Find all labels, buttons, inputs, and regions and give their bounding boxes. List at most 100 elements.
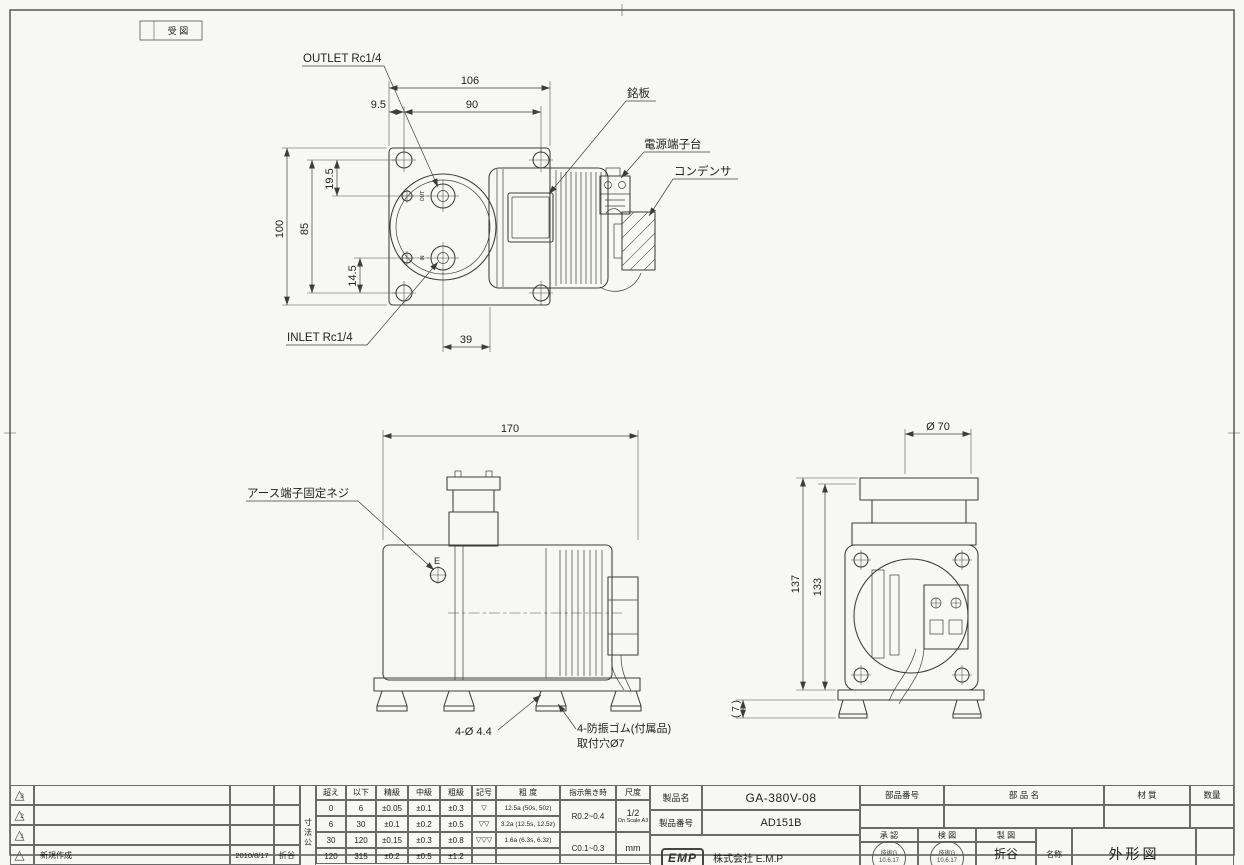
roughness-value	[496, 848, 560, 864]
roughness-symbol: ▽	[472, 800, 496, 816]
tolerance-side-label: 寸法公	[300, 785, 316, 865]
revision-date	[230, 825, 274, 845]
tol-cell: ±0.5	[440, 816, 472, 832]
revision-date	[230, 785, 274, 805]
product-name-label: 製品名	[650, 785, 702, 810]
drawing-title: 外形図	[1072, 828, 1196, 865]
product-name: GA-380V-08	[702, 785, 860, 810]
wires	[888, 648, 925, 705]
condenser-label: コンデンサ	[674, 164, 732, 178]
tol-cell: 6	[316, 816, 346, 832]
tolerance-col-fine: 精級	[376, 785, 408, 800]
drawing-number-cell	[1196, 828, 1234, 865]
revision-by: 折谷	[274, 845, 300, 865]
check-label: 検 図	[918, 828, 976, 842]
condenser	[599, 208, 656, 292]
roughness-value: 12.5a (50s, 50z)	[496, 800, 560, 816]
revision-desc: 新規作成	[34, 845, 230, 865]
head-stack	[851, 477, 979, 546]
revision-triangle-icon: △3	[15, 787, 30, 803]
default-chamfer: C0.1~0.3	[560, 832, 616, 864]
issue-stamp-box: 受 図	[139, 20, 203, 41]
revision-number: 1	[20, 833, 24, 840]
outlet-label: OUTLET Rc1/4	[303, 53, 382, 65]
condenser-front	[607, 576, 639, 692]
base-side	[837, 689, 985, 719]
terminal-block-side	[923, 584, 969, 650]
roughness-col-symbol: 記号	[472, 785, 496, 800]
cylinder-head-top	[446, 470, 501, 547]
motor-body	[488, 167, 609, 289]
dim-overall-height: 100	[274, 220, 286, 238]
dim-head-diameter: Ø 70	[926, 421, 950, 433]
tol-cell: ±0.3	[408, 832, 440, 848]
scale-header: 尺度	[616, 785, 650, 800]
scale-sub: On Scale A3	[617, 818, 649, 824]
front-view: E 170 アース端子固定ネジ 4-Ø 4.4 4-防振ゴム(付属品) 取付穴Ø…	[246, 423, 671, 750]
side-view: Ø 70 137 133 ( 7 )	[731, 421, 985, 719]
tolerance-col-under: 以下	[346, 785, 376, 800]
default-radius: R0.2~0.4	[560, 800, 616, 832]
parts-row-empty	[860, 805, 944, 828]
parts-no-header: 部品番号	[860, 785, 944, 805]
company-logo: EMP	[661, 847, 705, 865]
product-number-label: 製品番号	[650, 810, 702, 835]
drawing-frame: 受 図	[4, 4, 1240, 856]
dim-inlet-offset: 14.5	[347, 265, 359, 286]
dim-hole-pitch-x: 90	[466, 99, 478, 111]
rubber-label-line1: 4-防振ゴム(付属品)	[577, 721, 671, 735]
tol-cell: ±0.3	[440, 800, 472, 816]
check-stamp: 技術G 10.6.17	[930, 841, 964, 865]
tol-cell: 30	[316, 832, 346, 848]
product-number: AD151B	[702, 810, 860, 835]
rubber-feet	[376, 690, 642, 712]
tol-cell: ±0.2	[376, 848, 408, 864]
parts-name-header: 部 品 名	[944, 785, 1104, 805]
revision-desc	[34, 785, 230, 805]
tol-cell: 120	[346, 832, 376, 848]
tolerance-col-medium: 中級	[408, 785, 440, 800]
revision-by	[274, 785, 300, 805]
draft-label: 製 図	[976, 828, 1036, 842]
tol-cell: ±0.05	[376, 800, 408, 816]
revision-number: 2	[20, 813, 24, 820]
revision-desc	[34, 825, 230, 845]
company-name: 株式会社 E.M.P	[713, 854, 784, 865]
front-view-callouts: アース端子固定ネジ 4-Ø 4.4 4-防振ゴム(付属品) 取付穴Ø7	[246, 486, 671, 750]
title-block: △3 △2 △1 △ 新規作成 2010/8/17 折谷 寸法公 超え 以下 精…	[10, 785, 1234, 865]
roughness-symbol: ▽▽	[472, 816, 496, 832]
side-view-dimensions: Ø 70 137 133 ( 7 )	[731, 421, 972, 719]
nameplate	[507, 192, 554, 243]
nameplate-label: 銘板	[627, 86, 650, 100]
body-side	[844, 544, 979, 705]
earth-screw-label: アース端子固定ネジ	[247, 486, 349, 500]
front-view-dimensions: 170	[382, 423, 639, 540]
tol-cell: 0	[316, 800, 346, 816]
tol-cell: 120	[316, 848, 346, 864]
top-view-dimensions: 106 9.5 90 100 85 19.5 14.5 39	[274, 75, 551, 352]
dim-outlet-offset: 19.5	[324, 168, 336, 189]
revision-triangle-icon: △2	[15, 807, 30, 823]
dim-base-height: ( 7 )	[731, 700, 742, 718]
motor-fins	[560, 172, 602, 284]
revision-mark-cell: △2	[10, 805, 34, 825]
parts-row-empty	[944, 805, 1104, 828]
company-cell: EMP 株式会社 E.M.P	[650, 835, 860, 865]
base-plate	[373, 677, 641, 692]
drawing-title-label: 名称	[1036, 828, 1072, 865]
tol-cell: ±0.15	[376, 832, 408, 848]
tol-cell: 30	[346, 816, 376, 832]
tol-cell: ±0.1	[408, 800, 440, 816]
stamp-text: 技術G	[880, 850, 898, 857]
revision-by	[274, 805, 300, 825]
issue-stamp-label: 受 図	[168, 25, 189, 36]
defaults-header: 指示無き時	[560, 785, 616, 800]
roughness-value: 3.2a (12.5s, 12.5z)	[496, 816, 560, 832]
tol-cell: 315	[346, 848, 376, 864]
tol-cell: ±0.8	[440, 832, 472, 848]
approve-label: 承 認	[860, 828, 918, 842]
stamp-text: 技術G	[938, 850, 956, 857]
revision-by	[274, 825, 300, 845]
